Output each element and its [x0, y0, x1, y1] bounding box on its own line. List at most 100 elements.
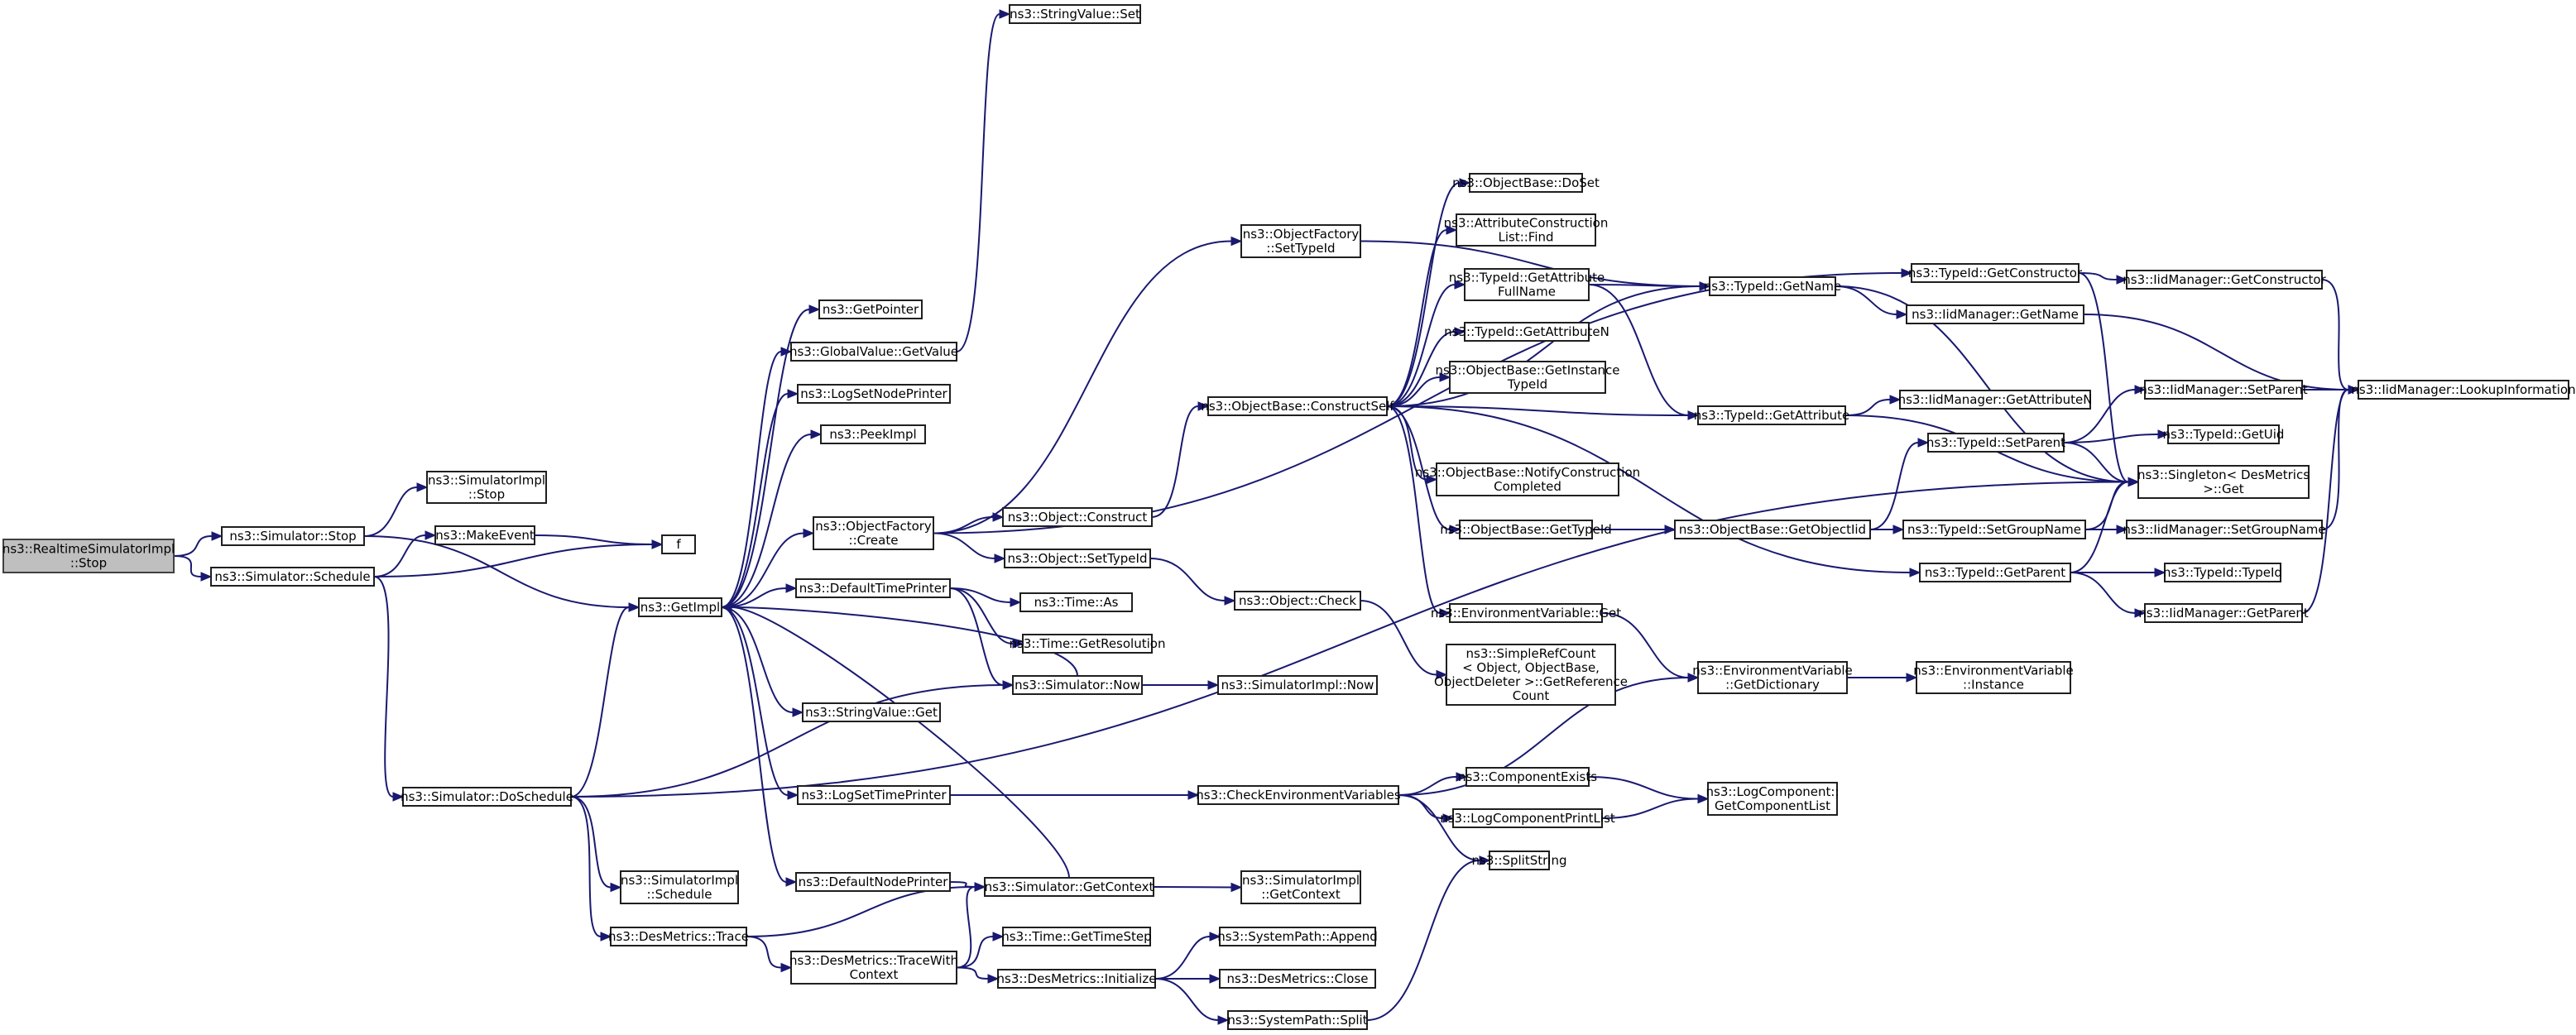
edge-sim_stop-to-simimpl_stop	[363, 482, 429, 537]
edge-makeevent-to-f	[534, 534, 664, 549]
node-iid_setgroupname[interactable]: ns3::IidManager::SetGroupName	[2123, 520, 2326, 539]
node-sim_getcontext[interactable]: ns3::Simulator::GetContext	[984, 877, 1154, 897]
node-typeid_getconstructor[interactable]: ns3::TypeId::GetConstructor	[1908, 263, 2083, 283]
node-logsettimeprinter[interactable]: ns3::LogSetTimePrinter	[797, 785, 951, 805]
node-label: ns3::ObjectFactory	[815, 519, 932, 534]
node-label: ns3::DesMetrics::Close	[1227, 971, 1369, 986]
node-box	[802, 702, 941, 722]
node-sim_schedule[interactable]: ns3::Simulator::Schedule	[210, 567, 375, 587]
node-desmetrics_close[interactable]: ns3::DesMetrics::Close	[1219, 969, 1376, 989]
node-objbase_constructself[interactable]: ns3::ObjectBase::ConstructSelf	[1201, 396, 1394, 416]
edge-arrowhead	[1697, 793, 1710, 804]
node-getpointer[interactable]: ns3::GetPointer	[818, 299, 923, 319]
node-simimpl_now[interactable]: ns3::SimulatorImpl::Now	[1217, 675, 1378, 695]
node-typeid_getparent[interactable]: ns3::TypeId::GetParent	[1919, 563, 2071, 582]
node-simplerefcount[interactable]: ns3::SimpleRefCount< Object, ObjectBase,…	[1434, 644, 1628, 706]
node-typeid_setparent[interactable]: ns3::TypeId::SetParent	[1926, 433, 2065, 453]
node-simimpl_getcontext[interactable]: ns3::SimulatorImpl::GetContext	[1240, 870, 1361, 904]
node-defaulttimeprinter[interactable]: ns3::DefaultTimePrinter	[795, 578, 951, 598]
node-envvar_get[interactable]: ns3::EnvironmentVariable::Get	[1431, 603, 1621, 623]
node-time_getresolution[interactable]: ns3::Time::GetResolution	[1010, 634, 1166, 654]
node-objbase_getobjectiid[interactable]: ns3::ObjectBase::GetObjectIid	[1674, 520, 1871, 539]
edge-sim_getcontext-to-simimpl_getcontext	[1153, 882, 1243, 893]
node-simimpl_stop[interactable]: ns3::SimulatorImpl::Stop	[426, 471, 547, 504]
edge-arrowhead	[1892, 525, 1905, 534]
node-typeid_setgroupname[interactable]: ns3::TypeId::SetGroupName	[1902, 520, 2086, 539]
node-objbase_gettypeid[interactable]: ns3::ObjectBase::GetTypeId	[1440, 520, 1612, 539]
node-makeevent[interactable]: ns3::MakeEvent	[434, 525, 535, 545]
node-typeid_getattributen[interactable]: ns3::TypeId::GetAttributeN	[1444, 322, 1609, 342]
node-peekimpl[interactable]: ns3::PeekImpl	[820, 424, 926, 444]
edge-arrowhead	[992, 512, 1005, 522]
edge-line	[2083, 314, 2349, 391]
edge-arrowhead	[2127, 477, 2140, 487]
node-iid_setparent[interactable]: ns3::IidManager::SetParent	[2139, 380, 2308, 400]
node-object_construct[interactable]: ns3::Object::Construct	[1002, 507, 1153, 527]
node-checkenv[interactable]: ns3::CheckEnvironmentVariables	[1196, 785, 1401, 805]
edge-object_construct-to-objbase_constructself	[1151, 401, 1210, 518]
node-f[interactable]: f	[661, 534, 696, 554]
node-logcomponentprintlist[interactable]: ns3::LogComponentPrintList	[1440, 808, 1615, 828]
node-getimpl[interactable]: ns3::GetImpl	[638, 597, 722, 617]
node-desmetrics_initialize[interactable]: ns3::DesMetrics::Initialize	[997, 969, 1157, 989]
node-iid_lookupinformation[interactable]: ns3::IidManager::LookupInformation	[2351, 380, 2576, 400]
node-typeid_typeid[interactable]: ns3::TypeId::TypeId	[2163, 563, 2282, 582]
node-componentexists[interactable]: ns3::ComponentExists	[1458, 767, 1597, 787]
node-objfactory_create[interactable]: ns3::ObjectFactory::Create	[813, 516, 934, 550]
node-rt_stop[interactable]: ns3::RealtimeSimulatorImpl::Stop	[2, 539, 175, 573]
node-typeid_getname[interactable]: ns3::TypeId::GetName	[1704, 276, 1841, 296]
node-systempath_split[interactable]: ns3::SystemPath::Split	[1227, 1010, 1368, 1030]
node-sim_now[interactable]: ns3::Simulator::Now	[1012, 675, 1143, 695]
node-envvar_instance[interactable]: ns3::EnvironmentVariable::Instance	[1913, 661, 2074, 694]
edge-arrowhead	[1909, 568, 1921, 577]
node-typeid_getuid[interactable]: ns3::TypeId::GetUid	[2163, 424, 2285, 444]
edge-line	[1386, 405, 1441, 614]
edge-doschedule-to-simimpl_schedule	[570, 796, 622, 893]
edge-typeid_getattrfullname-to-typeid_getname	[1588, 281, 1711, 291]
node-iid_getparent[interactable]: ns3::IidManager::GetParent	[2138, 603, 2309, 623]
node-time_gettimestep[interactable]: ns3::Time::GetTimeStep	[1001, 927, 1152, 946]
edge-typeid_getparent-to-singleton_get	[2070, 477, 2140, 573]
node-objfactory_settypeid[interactable]: ns3::ObjectFactory::SetTypeId	[1240, 224, 1361, 258]
node-iid_getname[interactable]: ns3::IidManager::GetName	[1906, 304, 2084, 324]
node-box	[1674, 520, 1871, 539]
node-doschedule[interactable]: ns3::Simulator::DoSchedule	[401, 787, 573, 807]
node-logcomponent_getlist[interactable]: ns3::LogComponent::GetComponentList	[1706, 782, 1840, 816]
node-stringvalue_set[interactable]: ns3::StringValue::Set	[1009, 4, 1141, 24]
node-time_as[interactable]: ns3::Time::As	[1019, 592, 1133, 612]
node-stringvalue_get[interactable]: ns3::StringValue::Get	[802, 702, 941, 722]
node-box	[1902, 520, 2086, 539]
node-systempath_append[interactable]: ns3::SystemPath::Append	[1217, 927, 1378, 946]
node-logsetnodeprinter[interactable]: ns3::LogSetNodePrinter	[797, 384, 951, 404]
node-singleton_get[interactable]: ns3::Singleton< DesMetrics>::Get	[2137, 465, 2310, 499]
node-objbase_notifyconstruction[interactable]: ns3::ObjectBase::NotifyConstructionCompl…	[1415, 462, 1640, 496]
node-box	[610, 927, 747, 946]
node-splitstring[interactable]: ns3::SplitString	[1472, 851, 1567, 870]
node-label: ::Schedule	[646, 887, 712, 902]
node-sim_stop[interactable]: ns3::Simulator::Stop	[221, 526, 365, 546]
node-objbase_doset[interactable]: ns3::ObjectBase::DoSet	[1452, 173, 1600, 193]
node-simimpl_schedule[interactable]: ns3::SimulatorImpl::Schedule	[620, 870, 739, 904]
node-typeid_getattribute[interactable]: ns3::TypeId::GetAttribute	[1694, 405, 1849, 425]
edge-getimpl-to-defaultnodeprinter	[721, 606, 798, 887]
node-label: ns3::Simulator::Schedule	[214, 569, 370, 584]
node-label: ns3::Simulator::GetContext	[985, 879, 1154, 894]
edge-line	[2063, 442, 2129, 483]
node-defaultnodeprinter[interactable]: ns3::DefaultNodePrinter	[795, 872, 951, 892]
edge-arrowhead	[392, 792, 405, 802]
node-envvar_getdictionary[interactable]: ns3::EnvironmentVariable::GetDictionary	[1692, 661, 1853, 694]
edge-objbase_constructself-to-objbase_gettypeid	[1386, 405, 1461, 534]
node-desmetrics_trace[interactable]: ns3::DesMetrics::Trace	[608, 927, 749, 946]
node-label: ns3::GetPointer	[823, 302, 919, 317]
node-iid_getattributen[interactable]: ns3::IidManager::GetAttributeN	[1898, 390, 2093, 410]
node-globalvalue_getvalue[interactable]: ns3::GlobalValue::GetValue	[789, 342, 958, 362]
node-iid_getconstructor[interactable]: ns3::IidManager::GetConstructor	[2123, 270, 2327, 290]
node-object_settypeid[interactable]: ns3::Object::SetTypeId	[1004, 549, 1151, 568]
node-label: ::Stop	[468, 487, 505, 502]
edge-arrowhead	[1459, 178, 1471, 188]
node-object_check[interactable]: ns3::Object::Check	[1234, 591, 1361, 611]
